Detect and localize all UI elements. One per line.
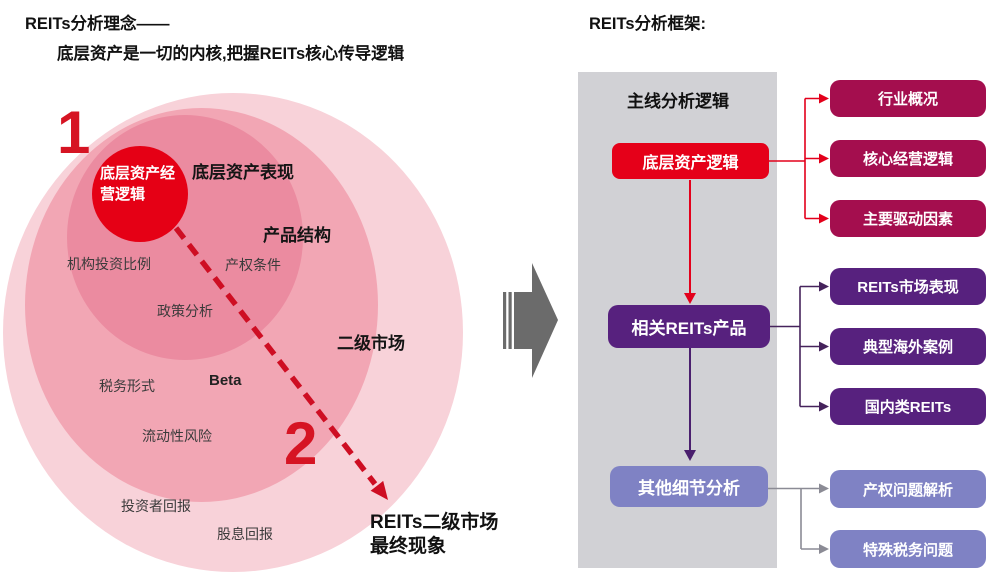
block-arrow-bar-2	[508, 292, 512, 349]
branch-arrowhead-core-operating-logic	[819, 153, 829, 164]
factor-liquidity-risk: 流动性风险	[142, 428, 212, 444]
zone-label-product-structure: 产品结构	[263, 226, 331, 245]
branch-arrowhead-special-tax-issues	[819, 544, 829, 554]
branch-domestic-quasi-reits: 国内类REITs	[830, 388, 986, 425]
branch-arrowhead-main-drivers	[819, 213, 829, 224]
zone-label-asset-performance: 底层资产表现	[192, 163, 294, 182]
flow-step-underlying-asset-logic: 底层资产逻辑	[612, 143, 769, 179]
branch-industry-overview: 行业概况	[830, 80, 986, 117]
branch-reits-market-performance: REITs市场表现	[830, 268, 986, 305]
step-number-2: 2	[284, 410, 318, 477]
core-circle-label-line2: 营逻辑	[100, 186, 146, 203]
factor-dividend-return: 股息回报	[217, 526, 273, 542]
factor-policy-analysis: 政策分析	[157, 303, 213, 319]
block-arrow-body	[514, 263, 558, 378]
branch-arrowhead-typical-overseas-cases	[819, 341, 829, 352]
zone-label-secondary-market: 二级市场	[337, 334, 405, 353]
factor-institution-ratio: 机构投资比例	[67, 256, 151, 272]
branch-arrowhead-industry-overview	[819, 93, 829, 104]
branch-connector-group2	[770, 285, 820, 408]
core-red-circle	[92, 146, 188, 242]
outcome-label: REITs二级市场 最终现象	[370, 511, 498, 559]
branch-arrowhead-domestic-quasi-reits	[819, 401, 829, 412]
step-number-1: 1	[57, 99, 91, 166]
flow-step-related-reits-products: 相关REITs产品	[608, 305, 770, 348]
block-arrow-bar-1	[503, 292, 507, 349]
branch-special-tax-issues: 特殊税务问题	[830, 530, 986, 568]
branch-typical-overseas-cases: 典型海外案例	[830, 328, 986, 365]
framework-panel-header: 主线分析逻辑	[627, 92, 729, 111]
branch-arrowhead-property-rights-issues	[819, 483, 829, 494]
core-circle-label: 底层资产经 营逻辑	[100, 163, 190, 205]
right-title: REITs分析框架:	[589, 15, 707, 33]
branch-main-drivers: 主要驱动因素	[830, 200, 986, 237]
flow-step-other-detail-analysis: 其他细节分析	[610, 466, 768, 507]
factor-investor-return: 投资者回报	[121, 498, 191, 514]
left-title-line2: 底层资产是一切的内核,把握REITs核心传导逻辑	[57, 45, 405, 63]
factor-tax-form: 税务形式	[99, 378, 155, 394]
outcome-label-line2: 最终现象	[370, 536, 447, 557]
factor-property-rights: 产权条件	[225, 257, 281, 273]
core-circle-label-line1: 底层资产经	[100, 165, 176, 182]
left-title-line1: REITs分析理念——	[25, 15, 170, 33]
factor-beta: Beta	[209, 372, 242, 389]
branch-arrowhead-reits-market-performance	[819, 281, 829, 292]
branch-core-operating-logic: 核心经营逻辑	[830, 140, 986, 177]
outcome-label-line1: REITs二级市场	[370, 512, 499, 533]
branch-property-rights-issues: 产权问题解析	[830, 470, 986, 508]
